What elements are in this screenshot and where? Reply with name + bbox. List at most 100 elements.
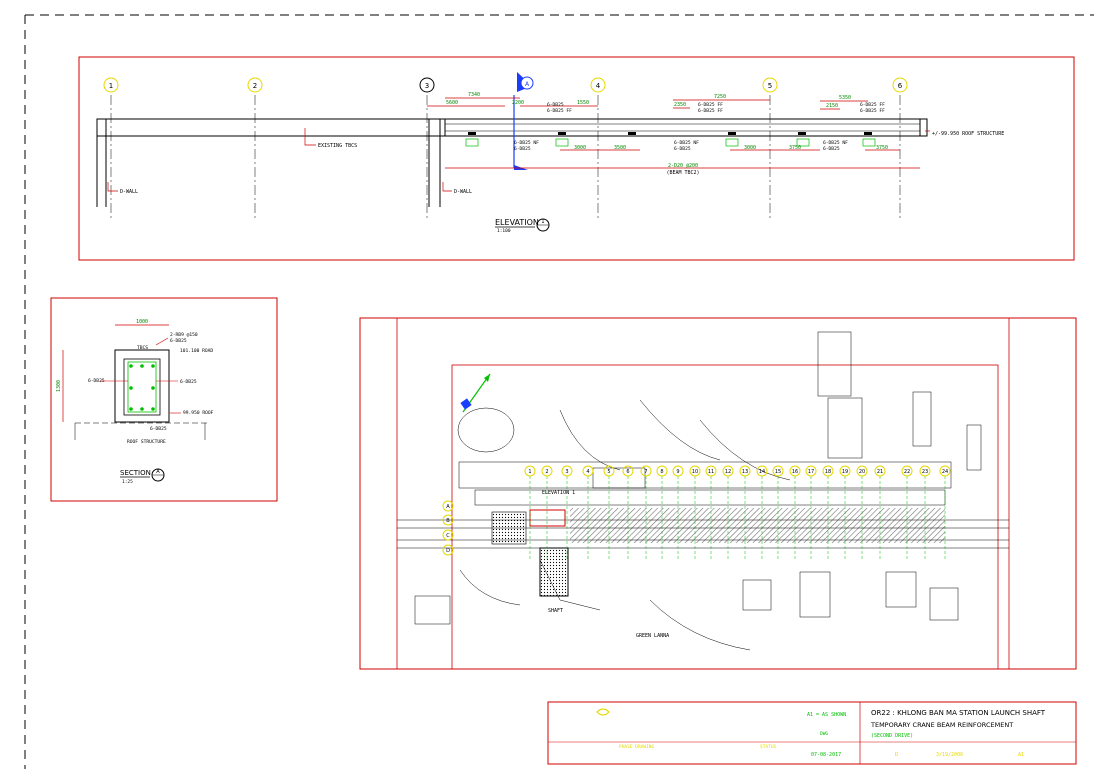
title-block-subtitle: TEMPORARY CRANE BEAM REINFORCEMENT: [870, 721, 1013, 729]
elevation-marker: 1: [541, 219, 544, 225]
section-marker-label: A: [525, 81, 530, 88]
svg-text:13: 13: [742, 469, 748, 475]
svg-text:6-DB25 FF: 6-DB25 FF: [698, 102, 723, 108]
section-labels: 2-RB9 @150 6-DB25 TBCS 101.100 ROAD 6-DB…: [88, 332, 214, 445]
title-block-sheet: A1: [1018, 752, 1024, 758]
svg-text:D: D: [446, 548, 450, 554]
elevation-top-dim-text: 5600 7340 2200 1550 7250 2350 5350 2150: [446, 92, 851, 109]
svg-text:6-DB25 FF: 6-DB25 FF: [860, 102, 885, 108]
elevation-bottom-dim-text: 3000 3500 3000 3750 3750 2-D20 @200: [574, 145, 888, 169]
title-block-project: OR22 : KHLONG BAN MA STATION LAUNCH SHAF…: [871, 709, 1046, 717]
svg-text:12: 12: [725, 469, 731, 475]
section-width-dim: 1000: [136, 319, 148, 325]
title-block-sub2: (SECOND DRIVE): [871, 733, 913, 739]
svg-text:101.100 ROAD: 101.100 ROAD: [180, 348, 213, 354]
svg-text:B: B: [446, 518, 450, 524]
north-arrow-icon: [460, 373, 491, 413]
svg-text:ROOF STRUCTURE: ROOF STRUCTURE: [127, 439, 166, 445]
svg-text:6: 6: [626, 469, 629, 475]
elevation-rebar-notes: 6-DB25 6-DB25 FF 6-DB25 NF 6-DB25 6-DB25…: [514, 102, 885, 152]
elevation-gridlines: [110, 95, 901, 220]
elevation-green-tags: [465, 138, 876, 147]
svg-text:6-DB25: 6-DB25: [547, 102, 564, 108]
title-block-logo-icon: [596, 708, 610, 716]
svg-text:9: 9: [676, 469, 679, 475]
svg-text:6-DB25: 6-DB25: [170, 338, 187, 344]
elevation-bottom-dims: [445, 149, 920, 169]
svg-text:21: 21: [877, 469, 883, 475]
svg-text:2: 2: [545, 469, 548, 475]
elevation-title: ELEVATION 1:100 1: [495, 218, 550, 234]
svg-text:2-RB9 @150: 2-RB9 @150: [170, 332, 198, 338]
svg-text:11: 11: [708, 469, 714, 475]
svg-text:24: 24: [942, 469, 948, 475]
svg-text:6-DB25: 6-DB25: [180, 379, 197, 385]
svg-text:6-DB25: 6-DB25: [88, 378, 105, 384]
plan-shaft-label: SHAFT: [548, 608, 563, 614]
svg-text:5: 5: [607, 469, 610, 475]
svg-text:18: 18: [825, 469, 831, 475]
plan-hatched-shaft: [570, 508, 945, 543]
plan-left-grid-bubbles: A B C D: [442, 500, 454, 556]
svg-text:6-DB25 FF: 6-DB25 FF: [698, 108, 723, 114]
elevation-panel: 1 2 3 4 5 6 A: [78, 56, 1075, 261]
plan-surroundings: [397, 331, 1009, 651]
elevation-top-dims: [427, 97, 868, 110]
svg-text:4: 4: [586, 469, 589, 475]
svg-text:D-WALL: D-WALL: [454, 189, 472, 195]
svg-text:6-DB25 FF: 6-DB25 FF: [547, 108, 572, 114]
svg-text:8: 8: [660, 469, 663, 475]
plan-road-label: GREEN LANNA: [636, 633, 669, 639]
svg-text:99.950 ROOF: 99.950 ROOF: [183, 410, 214, 416]
section-rebars: [129, 364, 155, 411]
elevation-title-text: ELEVATION: [495, 218, 539, 227]
elevation-leader-text: EXISTING TBCS D-WALL D-WALL +/-99.950 RO…: [120, 131, 1004, 195]
grid-bubble-2: 2: [253, 82, 257, 90]
svg-text:7340: 7340: [468, 92, 480, 98]
svg-text:5600: 5600: [446, 100, 458, 106]
svg-text:7250: 7250: [714, 94, 726, 100]
title-block-drawing-no: 3/19/2006: [936, 752, 963, 758]
svg-text:17: 17: [808, 469, 814, 475]
svg-text:2-D20 @200: 2-D20 @200: [668, 163, 698, 169]
svg-text:6-DB25 FF: 6-DB25 FF: [860, 108, 885, 114]
section-scale: 1:25: [122, 479, 133, 485]
svg-text:6-DB25 NF: 6-DB25 NF: [514, 140, 539, 146]
grid-bubble-5: 5: [768, 82, 772, 90]
svg-text:TBCS: TBCS: [137, 345, 148, 351]
svg-text:6-DB25: 6-DB25: [150, 426, 167, 432]
plan-gridlines: [529, 476, 946, 560]
svg-text:20: 20: [859, 469, 865, 475]
title-block-status: STATUS: [760, 744, 777, 750]
svg-text:A: A: [446, 504, 450, 510]
svg-text:6-DB25 NF: 6-DB25 NF: [823, 140, 848, 146]
svg-text:2350: 2350: [674, 102, 686, 108]
elevation-scale: 1:100: [497, 228, 511, 234]
svg-text:3000: 3000: [744, 145, 756, 151]
grid-bubble-3: 3: [425, 82, 429, 90]
section-title-text: SECTION: [120, 469, 151, 477]
plan-elevation-tag: ELEVATION 1: [542, 490, 575, 496]
elevation-grid-bubbles: 1 2 3 4 5 6: [103, 77, 908, 93]
grid-bubble-4: 4: [596, 82, 601, 90]
svg-text:6-DB25: 6-DB25: [823, 146, 840, 152]
title-block-rev: D: [895, 752, 898, 758]
svg-text:15: 15: [775, 469, 781, 475]
svg-text:2200: 2200: [512, 100, 524, 106]
section-title: SECTION 1:25 A: [120, 468, 165, 485]
svg-text:3000: 3000: [574, 145, 586, 151]
d-wall-left: [96, 119, 107, 207]
section-cut-marker: A: [513, 72, 534, 170]
svg-text:7: 7: [644, 469, 647, 475]
elevation-leaders: [107, 128, 930, 192]
section-panel: 1000 1300 2-RB9 @150 6-DB25 TBCS 101.100…: [50, 297, 278, 502]
svg-text:19: 19: [842, 469, 848, 475]
svg-text:10: 10: [692, 469, 698, 475]
svg-text:3: 3: [565, 469, 568, 475]
title-block-date: 07-08-2017: [811, 752, 841, 758]
site-plan-panel: 1 2 3 4 5 6 7 8 9 10 11 12 13 14 15 16 1…: [359, 317, 1077, 670]
svg-text:5350: 5350: [839, 95, 851, 101]
svg-text:3500: 3500: [614, 145, 626, 151]
svg-text:6-DB25 NF: 6-DB25 NF: [674, 140, 699, 146]
